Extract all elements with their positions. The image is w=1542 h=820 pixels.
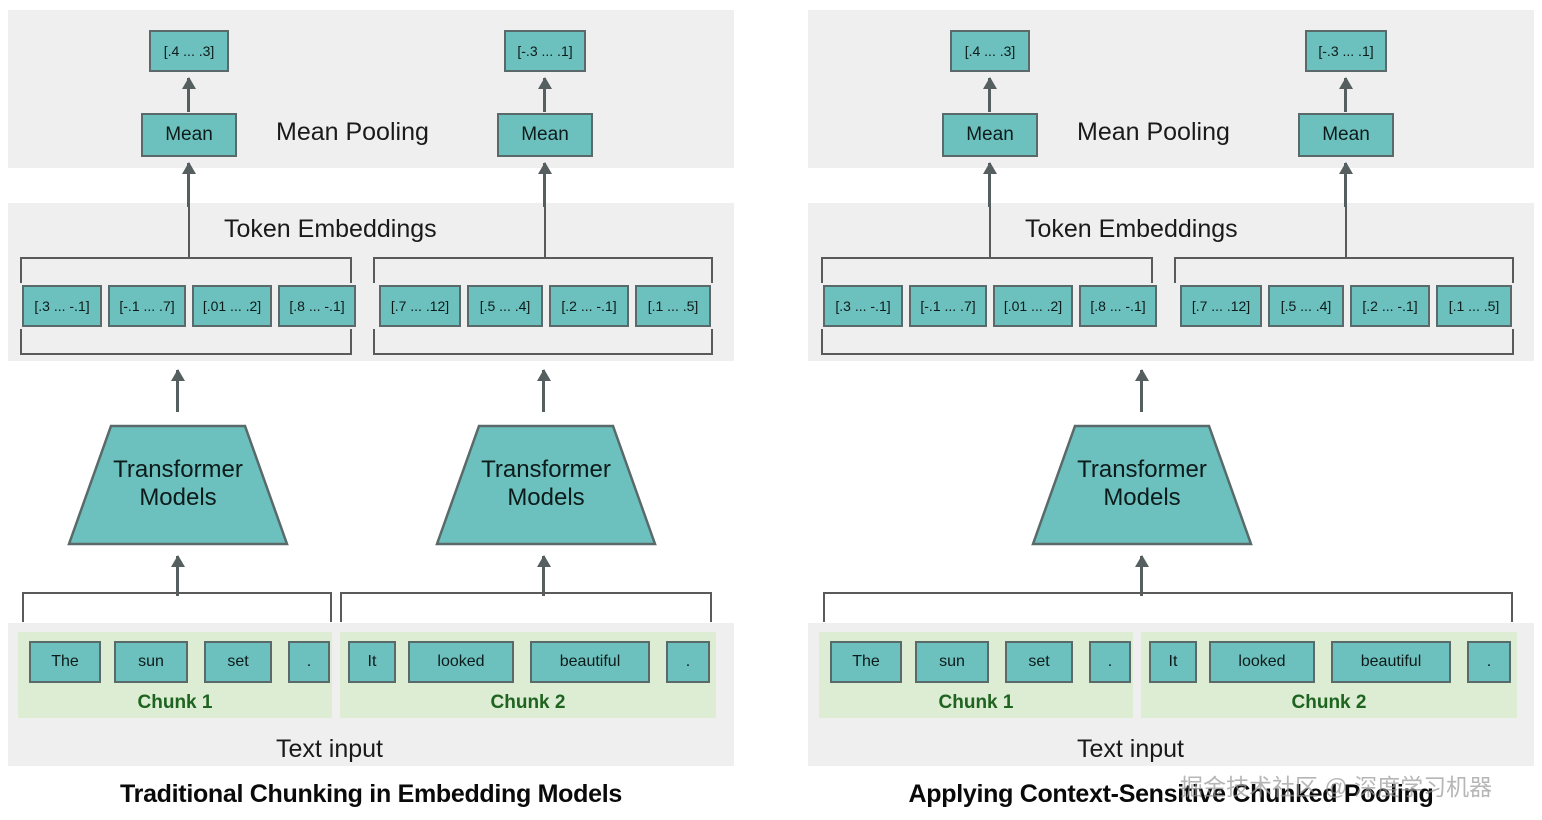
arrow-transformer-to-embeddings-chunk2 — [542, 370, 545, 412]
embedding-box: [.01 ... .2] — [192, 285, 272, 327]
transformer-model-chunk1: Transformer Models — [67, 424, 289, 546]
embedding-box: [-.1 ... .7] — [909, 285, 987, 327]
text-input-caption: Text input — [276, 735, 384, 763]
embedding-box: [.7 ... .12] — [379, 285, 461, 327]
embedding-bracket-top-chunk2 — [1174, 257, 1514, 283]
token-box: The — [29, 641, 101, 683]
token-box: . — [1467, 641, 1511, 683]
token-box: . — [666, 641, 710, 683]
token-embeddings-caption: Token Embeddings — [1025, 215, 1238, 243]
panel-context-sensitive-pooling: [.4 ... .3] [-.3 ... .1] Mean Mean Mean … — [800, 0, 1542, 820]
arrow-embeddings-to-mean-chunk1 — [988, 163, 991, 207]
embedding-bracket-bottom-chunk2 — [373, 329, 713, 355]
text-bracket-joined — [823, 592, 1513, 622]
arrow-mean-to-output-chunk2 — [1344, 78, 1347, 112]
arrow-embeddings-to-mean-chunk2 — [1344, 163, 1347, 207]
output-vector-chunk2: [-.3 ... .1] — [504, 30, 586, 72]
arrow-text-to-transformer-chunk1 — [176, 556, 179, 596]
embedding-box: [.2 ... -.1] — [1350, 285, 1430, 327]
token-box: beautiful — [530, 641, 650, 683]
embedding-box: [.01 ... .2] — [993, 285, 1073, 327]
embedding-box: [-.1 ... .7] — [108, 285, 186, 327]
token-embeddings-caption: Token Embeddings — [224, 215, 437, 243]
embedding-box: [.3 ... -.1] — [22, 285, 102, 327]
token-box: beautiful — [1331, 641, 1451, 683]
figure-title-left: Traditional Chunking in Embedding Models — [120, 780, 622, 808]
chunk-label: Chunk 2 — [1291, 692, 1367, 713]
figure-title-right: Applying Context-Sensitive Chunked Pooli… — [908, 780, 1434, 808]
embedding-bracket-top-chunk2 — [373, 257, 713, 283]
token-embeddings-band — [8, 203, 734, 361]
text-bracket-chunk1 — [22, 592, 332, 622]
embedding-box: [.7 ... .12] — [1180, 285, 1262, 327]
token-box: The — [830, 641, 902, 683]
chunk-label: Chunk 1 — [137, 692, 213, 713]
token-box: looked — [1209, 641, 1315, 683]
mean-pooling-caption: Mean Pooling — [276, 118, 429, 146]
chunk-region-2: Chunk 2 — [1141, 632, 1517, 718]
output-vector-chunk1: [.4 ... .3] — [950, 30, 1030, 72]
connector-bracket-chunk2 — [544, 207, 546, 259]
arrow-mean-to-output-chunk2 — [543, 78, 546, 112]
arrow-mean-to-output-chunk1 — [988, 78, 991, 112]
embedding-bracket-bottom-chunk1 — [20, 329, 352, 355]
output-vector-chunk1: [.4 ... .3] — [149, 30, 229, 72]
embedding-box: [.5 ... .4] — [1268, 285, 1344, 327]
embedding-box: [.8 ... -.1] — [1079, 285, 1157, 327]
mean-box-chunk2: Mean — [1298, 113, 1394, 157]
embedding-box: [.3 ... -.1] — [823, 285, 903, 327]
chunk-label: Chunk 2 — [490, 692, 566, 713]
text-input-caption: Text input — [1077, 735, 1185, 763]
embedding-bracket-bottom-joined — [821, 329, 1514, 355]
token-box: sun — [915, 641, 989, 683]
mean-box-chunk1: Mean — [942, 113, 1038, 157]
connector-bracket-chunk2 — [1345, 207, 1347, 259]
token-box: It — [1149, 641, 1197, 683]
token-box: set — [204, 641, 272, 683]
embedding-bracket-top-chunk1 — [20, 257, 352, 283]
embedding-box: [.1 ... .5] — [1436, 285, 1512, 327]
chunk-region-2: Chunk 2 — [340, 632, 716, 718]
arrow-embeddings-to-mean-chunk1 — [187, 163, 190, 207]
mean-box-chunk1: Mean — [141, 113, 237, 157]
arrow-text-to-transformer-chunk2 — [542, 556, 545, 596]
transformer-model: Transformer Models — [1031, 424, 1253, 546]
arrow-transformer-to-embeddings-chunk1 — [176, 370, 179, 412]
token-box: . — [288, 641, 330, 683]
chunk-label: Chunk 1 — [938, 692, 1014, 713]
embedding-box: [.2 ... -.1] — [549, 285, 629, 327]
transformer-model-chunk2: Transformer Models — [435, 424, 657, 546]
token-box: set — [1005, 641, 1073, 683]
embedding-box: [.5 ... .4] — [467, 285, 543, 327]
embedding-bracket-top-chunk1 — [821, 257, 1153, 283]
arrow-embeddings-to-mean-chunk2 — [543, 163, 546, 207]
text-bracket-chunk2 — [340, 592, 712, 622]
token-box: . — [1089, 641, 1131, 683]
arrow-mean-to-output-chunk1 — [187, 78, 190, 112]
connector-bracket-chunk1 — [989, 207, 991, 259]
mean-box-chunk2: Mean — [497, 113, 593, 157]
token-box: sun — [114, 641, 188, 683]
embedding-box: [.8 ... -.1] — [278, 285, 356, 327]
token-box: It — [348, 641, 396, 683]
output-vector-chunk2: [-.3 ... .1] — [1305, 30, 1387, 72]
token-embeddings-band — [808, 203, 1534, 361]
mean-pooling-caption: Mean Pooling — [1077, 118, 1230, 146]
panel-traditional-chunking: [.4 ... .3] [-.3 ... .1] Mean Mean Mean … — [0, 0, 742, 820]
mean-pooling-band — [808, 10, 1534, 168]
connector-bracket-chunk1 — [188, 207, 190, 259]
embedding-box: [.1 ... .5] — [635, 285, 711, 327]
token-box: looked — [408, 641, 514, 683]
arrow-transformer-to-embeddings — [1140, 370, 1143, 412]
mean-pooling-band — [8, 10, 734, 168]
arrow-text-to-transformer — [1140, 556, 1143, 596]
